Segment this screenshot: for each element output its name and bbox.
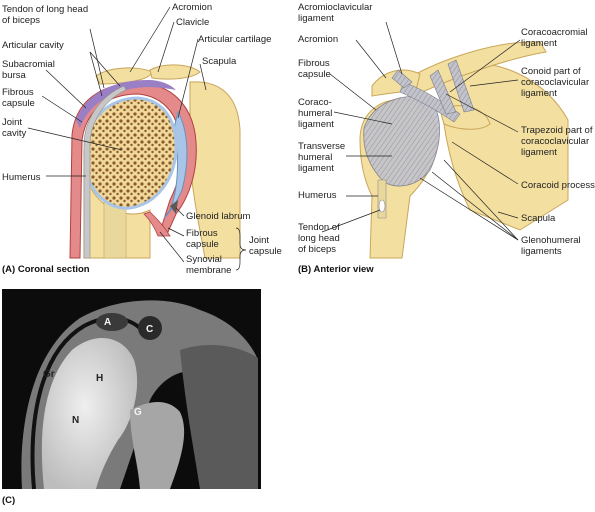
label-fibrous-capsule-b: Fibrous (298, 58, 330, 69)
label-fibrous-capsule-b-2: capsule (298, 69, 331, 80)
label-coracoacromial: Coracoacromial (521, 27, 588, 38)
label-humerus-a: Humerus (2, 172, 41, 183)
panel-a-coronal: Tendon of long head of biceps Articular … (2, 2, 282, 276)
caption-panel-b: (B) Anterior view (298, 264, 374, 275)
label-tendon-b-3: of biceps (298, 244, 336, 255)
mri-letter-g: G (134, 407, 142, 418)
mri-clavicle (138, 316, 162, 340)
label-trapezoid: Trapezoid part of (521, 125, 593, 136)
label-trapezoid-3: ligament (521, 147, 557, 158)
mri-letter-n: N (72, 415, 79, 426)
label-trapezoid-2: coracoclavicular (521, 136, 589, 147)
biceps-tendon-shape (83, 85, 127, 259)
panel-b-anterior: Acromioclavicular ligament Acromion Fibr… (298, 2, 595, 275)
mri-glenoid (130, 402, 185, 489)
mri-humeral-head (41, 337, 138, 489)
label-acromioclavicular: Acromioclavicular (298, 2, 372, 13)
label-coracoid: Coracoid process (521, 180, 595, 191)
label-humerus-b: Humerus (298, 190, 337, 201)
mri-letter-c: C (146, 324, 153, 335)
mri-acromion (96, 313, 128, 331)
label-transverse-3: ligament (298, 163, 334, 174)
label-subacromial: Subacromial (2, 59, 55, 70)
synovial-membrane-shape (143, 211, 171, 237)
label-conoid: Conoid part of (521, 66, 581, 77)
label-articular-cartilage: Articular cartilage (198, 34, 271, 45)
label-coracohumeral-3: ligament (298, 119, 334, 130)
panel-c-mri: A C Gr H N G (2, 289, 261, 490)
label-joint-cavity-2: cavity (2, 128, 27, 139)
label-transverse-2: humeral (298, 152, 332, 163)
humeral-head (84, 96, 178, 210)
label-glenoid-labrum: Glenoid labrum (186, 211, 251, 222)
tendon-tip-b (378, 199, 386, 213)
label-conoid-2: coracoclavicular (521, 77, 589, 88)
label-tendon-b: Tendon of (298, 222, 340, 233)
label-tendon-biceps-a: Tendon of long head (2, 4, 88, 15)
label-synovial-2: membrane (186, 265, 231, 276)
mri-scapular-muscle (180, 344, 258, 489)
conoid-band (447, 59, 475, 113)
label-acromion-b: Acromion (298, 34, 338, 45)
trapezoid-band (429, 69, 457, 115)
label-fibrous-capsule-a: Fibrous (2, 87, 34, 98)
label-acromioclavicular-2: ligament (298, 13, 334, 24)
label-joint-cavity: Joint (2, 117, 22, 128)
caption-panel-c: (C) (2, 495, 15, 506)
label-acromion-a: Acromion (172, 2, 212, 13)
clavicle-bone (149, 64, 201, 80)
label-subacromial-2: bursa (2, 70, 26, 81)
label-coracohumeral-2: humeral (298, 108, 332, 119)
label-tendon-b-2: long head (298, 233, 340, 244)
label-conoid-3: ligament (521, 88, 557, 99)
mri-capsule-line (30, 316, 148, 490)
label-clavicle: Clavicle (176, 17, 209, 28)
label-tendon-biceps-a-2: of biceps (2, 15, 40, 26)
label-joint-capsule-2: capsule (249, 246, 282, 257)
label-glenohumeral-2: ligaments (521, 246, 562, 257)
label-scapula-b: Scapula (521, 213, 556, 224)
label-fibrous-capsule-r: Fibrous (186, 228, 218, 239)
label-coracohumeral: Coraco- (298, 97, 332, 108)
articular-cartilage-shape (163, 110, 188, 219)
label-joint-capsule: Joint (249, 235, 269, 246)
label-fibrous-capsule-a-2: capsule (2, 98, 35, 109)
acromioclavicular-band (391, 69, 413, 89)
capsule-ligaments-b (363, 96, 440, 187)
label-fibrous-capsule-r-2: capsule (186, 239, 219, 250)
label-synovial: Synovial (186, 254, 222, 265)
mri-letter-gr: Gr (43, 369, 55, 380)
caption-panel-a: (A) Coronal section (2, 264, 90, 275)
label-coracoacromial-2: ligament (521, 38, 557, 49)
glenoid-labrum-shape (170, 200, 178, 214)
mri-letter-a: A (104, 317, 111, 328)
mri-letter-h: H (96, 373, 103, 384)
label-articular-cavity: Articular cavity (2, 40, 64, 51)
label-glenohumeral: Glenohumeral (521, 235, 581, 246)
label-transverse: Transverse (298, 141, 345, 152)
label-scapula-a: Scapula (202, 56, 237, 67)
